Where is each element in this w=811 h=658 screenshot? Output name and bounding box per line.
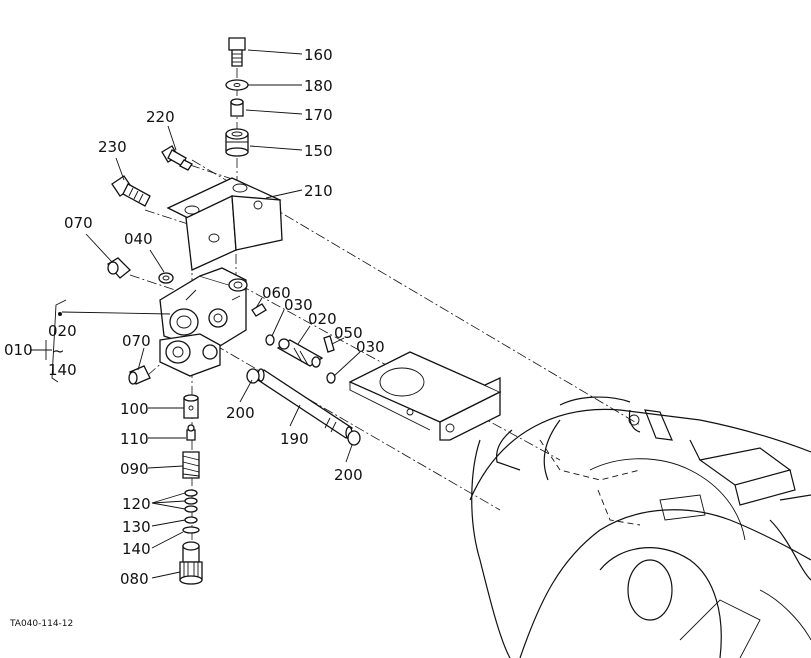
label-030-b: 030	[356, 338, 385, 356]
oring-030-a	[265, 334, 275, 346]
label-050: 050	[334, 324, 363, 342]
valve-body	[159, 267, 248, 377]
fitting-070-lower	[128, 365, 151, 385]
label-210: 210	[304, 182, 333, 200]
spool-020	[276, 338, 324, 368]
oring-200-b	[347, 430, 361, 446]
pipe-190	[257, 368, 353, 440]
label-180: 180	[304, 77, 333, 95]
label-140: 140	[122, 540, 151, 558]
label-070-lower: 070	[122, 332, 151, 350]
label-120: 120	[122, 495, 151, 513]
bolt-230	[111, 175, 151, 207]
label-010: 010	[4, 341, 33, 359]
label-020-group: 020	[48, 322, 77, 340]
label-030-a: 030	[284, 296, 313, 314]
top-parts-stack	[225, 37, 249, 157]
plug-080	[179, 541, 203, 585]
bolt-220	[161, 145, 193, 171]
washer-130	[184, 516, 198, 524]
plug-100	[183, 394, 199, 419]
ball-110	[186, 424, 196, 441]
pin-060	[251, 303, 267, 317]
leader-lines	[61, 49, 361, 579]
label-130: 130	[122, 518, 151, 536]
label-070-upper: 070	[64, 214, 93, 232]
tilde-mark: ~	[52, 342, 65, 360]
transmission-housing	[469, 396, 811, 658]
mounting-bracket-plate	[348, 351, 502, 441]
label-150: 150	[304, 142, 333, 160]
label-190: 190	[280, 430, 309, 448]
label-200-b: 200	[334, 466, 363, 484]
figure-code: TA040-114-12	[9, 619, 73, 629]
label-100: 100	[120, 400, 149, 418]
label-020-spool: 020	[308, 310, 337, 328]
group-bracket-010	[30, 299, 67, 383]
shims-120	[184, 489, 198, 513]
label-160: 160	[304, 46, 333, 64]
spring-090	[182, 451, 200, 479]
label-090: 090	[120, 460, 149, 478]
oring-030-b	[326, 372, 336, 384]
label-230: 230	[98, 138, 127, 156]
label-040: 040	[124, 230, 153, 248]
label-200-a: 200	[226, 404, 255, 422]
label-110: 110	[120, 430, 149, 448]
label-140-group: 140	[48, 361, 77, 379]
oring-140	[182, 526, 200, 534]
label-060: 060	[262, 284, 291, 302]
fitting-070-upper	[107, 257, 131, 279]
pin-050	[323, 335, 335, 353]
washer-040	[158, 272, 174, 284]
label-220: 220	[146, 108, 175, 126]
bracket-210	[166, 177, 283, 271]
label-170: 170	[304, 106, 333, 124]
oring-200-a	[246, 368, 260, 384]
label-080: 080	[120, 570, 149, 588]
